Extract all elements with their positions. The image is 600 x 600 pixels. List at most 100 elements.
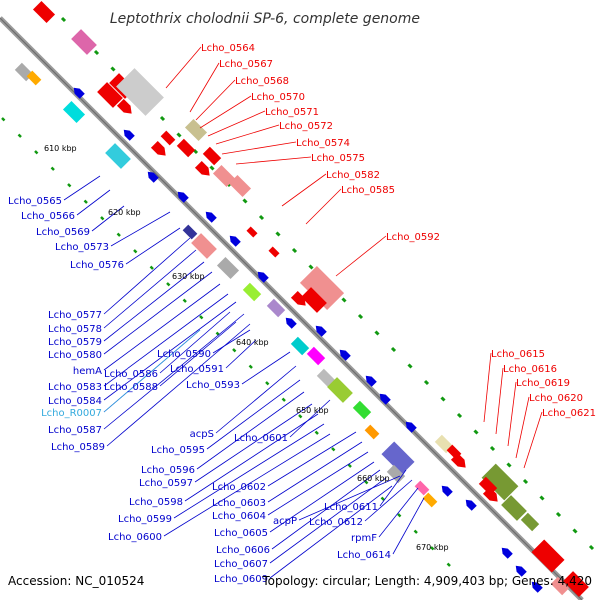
gene-label: Lcho_0566	[21, 211, 75, 222]
tick-dash	[281, 397, 286, 402]
tick-dash	[341, 297, 347, 303]
leader-line	[305, 188, 342, 225]
tick-dash	[522, 478, 529, 485]
gene-label: Lcho_0598	[129, 497, 183, 508]
tick-dash	[374, 330, 380, 336]
gene-label: Lcho_0569	[36, 227, 90, 238]
tick-dash	[489, 445, 496, 452]
gene-label: acpP	[273, 516, 297, 527]
forward-gene-feature	[228, 174, 252, 198]
reverse-gene-arrow	[441, 485, 453, 497]
gene-label: Lcho_0599	[118, 514, 172, 525]
forward-gene-feature	[116, 68, 164, 116]
leader-line	[103, 237, 191, 315]
tick-dash	[407, 363, 413, 369]
tick-dash	[182, 298, 187, 303]
leader-line	[206, 379, 301, 450]
reverse-gene-arrow	[465, 499, 477, 511]
leader-line	[199, 95, 252, 129]
reverse-gene-feature	[381, 441, 415, 475]
leader-line	[225, 339, 257, 369]
leader-line	[184, 413, 319, 502]
forward-gene-feature	[563, 571, 589, 597]
forward-gene-feature	[184, 118, 208, 142]
gene-label: Lcho_0615	[491, 349, 545, 360]
gene-label: Lcho_0585	[341, 185, 395, 196]
leader-line	[103, 283, 221, 371]
kbp-label: 660 kbp	[357, 474, 390, 483]
tick-dash	[357, 313, 364, 320]
reverse-gene-feature	[414, 480, 430, 496]
tick-dash	[60, 16, 67, 23]
tick-dash	[209, 165, 215, 171]
reverse-gene-arrow	[73, 87, 85, 99]
leader-line	[207, 110, 266, 137]
tick-dash	[248, 364, 253, 369]
reverse-gene-feature	[105, 143, 131, 169]
gene-label: Lcho_0568	[235, 76, 289, 87]
reverse-gene-feature	[422, 492, 438, 508]
gene-label: Lcho_0603	[212, 498, 266, 509]
gene-label: Lcho_0586	[104, 369, 158, 380]
gene-label: Lcho_0572	[279, 121, 333, 132]
tick-dash	[93, 49, 100, 56]
leader-line	[379, 469, 407, 507]
tick-dash	[265, 381, 270, 386]
tick-dash	[110, 66, 116, 72]
reverse-gene-feature	[386, 464, 406, 484]
gene-label: Lcho_0588	[104, 382, 158, 393]
tick-dash	[133, 249, 138, 254]
leader-line	[241, 351, 291, 385]
tick-dash	[50, 166, 55, 171]
tick-dash	[159, 115, 166, 122]
gene-label: Lcho_0587	[48, 425, 102, 436]
gene-label: rpmF	[351, 533, 377, 544]
reverse-gene-arrow	[147, 171, 159, 183]
forward-gene-feature	[32, 0, 56, 24]
gene-label: Lcho_0575	[311, 153, 365, 164]
leader-line	[103, 301, 237, 401]
leader-line	[125, 227, 181, 265]
reverse-gene-feature	[364, 424, 380, 440]
gene-label: Lcho_0606	[216, 545, 270, 556]
leader-line	[364, 479, 413, 522]
reverse-gene-arrow	[405, 421, 417, 433]
gene-label: hemA	[73, 366, 102, 377]
gene-label: Lcho_0570	[251, 92, 305, 103]
gene-label: Lcho_0604	[212, 511, 266, 522]
tick-dash	[17, 133, 22, 138]
reverse-gene-feature	[62, 100, 86, 124]
tick-dash	[308, 264, 314, 270]
reverse-gene-arrow	[365, 375, 377, 387]
forward-gene-feature	[531, 539, 565, 573]
tick-dash	[347, 463, 352, 468]
gene-label: Lcho_0596	[141, 465, 195, 476]
reverse-gene-arrow	[531, 581, 543, 593]
leader-line	[194, 403, 313, 483]
tick-dash	[291, 247, 298, 254]
reverse-gene-feature	[316, 368, 336, 388]
gene-label: Lcho_0582	[326, 170, 380, 181]
forward-gene-feature	[202, 146, 222, 166]
tick-dash	[440, 396, 446, 402]
leader-line	[378, 487, 419, 538]
leader-line	[269, 485, 393, 579]
reverse-gene-feature	[26, 70, 42, 86]
forward-gene-arrow	[150, 140, 166, 156]
leader-line	[159, 311, 231, 374]
gene-label: Lcho_0579	[48, 337, 102, 348]
leader-line	[163, 433, 331, 537]
forward-gene-arrow	[450, 452, 466, 468]
gene-label: Lcho_0591	[170, 364, 224, 375]
leader-line	[63, 175, 101, 201]
tick-dash	[456, 412, 463, 419]
forward-gene-feature	[212, 164, 236, 188]
leader-line	[215, 124, 280, 145]
accession-text: Accession: NC_010524	[8, 574, 144, 588]
reverse-gene-feature	[290, 336, 310, 356]
gene-label: Lcho_0597	[139, 478, 193, 489]
tick-dash	[275, 231, 281, 237]
tick-dash	[298, 414, 303, 419]
reverse-gene-arrow	[501, 547, 513, 559]
tick-dash	[423, 379, 430, 386]
